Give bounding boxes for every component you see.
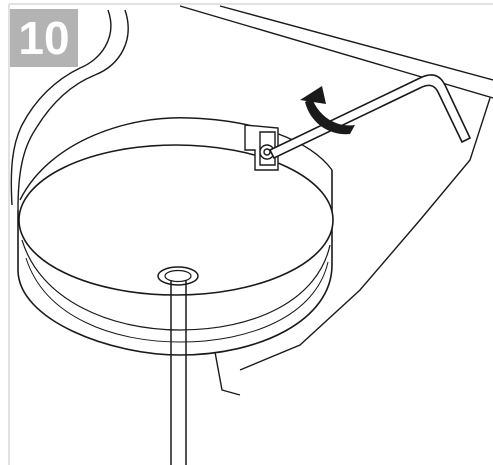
step-number-badge: 10 bbox=[10, 9, 78, 67]
suspension-rod bbox=[157, 266, 199, 465]
background-cable bbox=[10, 9, 129, 211]
rotate-arrow-icon bbox=[300, 86, 355, 135]
set-screw-icon bbox=[244, 124, 279, 171]
allen-key-icon bbox=[268, 74, 472, 160]
frame-border bbox=[8, 3, 493, 465]
canopy bbox=[17, 117, 334, 356]
ceiling-surface bbox=[179, 5, 493, 396]
